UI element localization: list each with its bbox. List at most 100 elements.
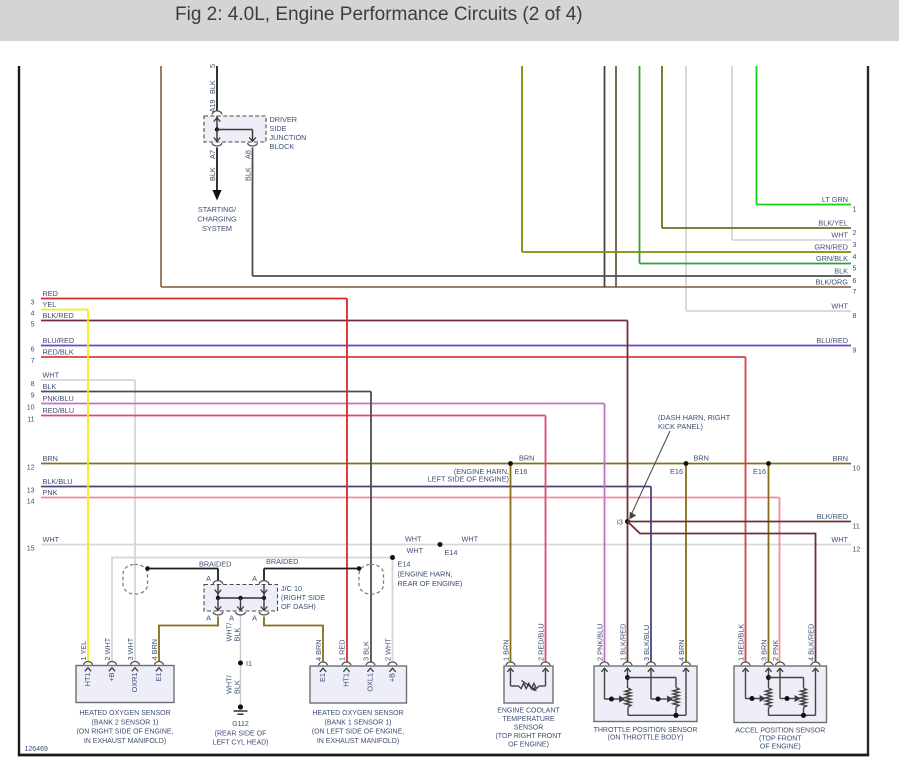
svg-text:STARTING/: STARTING/	[198, 205, 237, 214]
svg-text:SIDE: SIDE	[270, 124, 287, 133]
svg-text:9: 9	[853, 348, 857, 355]
svg-text:A: A	[229, 614, 234, 623]
svg-text:1 RED: 1 RED	[338, 640, 347, 662]
svg-text:BLOCK: BLOCK	[270, 142, 295, 151]
svg-text:(ENGINE HARN,: (ENGINE HARN,	[398, 570, 453, 579]
svg-text:E16: E16	[515, 467, 528, 476]
svg-text:PNK: PNK	[43, 488, 58, 497]
svg-text:7: 7	[31, 358, 35, 365]
svg-text:8: 8	[853, 313, 857, 320]
svg-text:BLK: BLK	[233, 680, 242, 694]
svg-text:WHT: WHT	[43, 535, 60, 544]
svg-text:4: 4	[853, 254, 857, 261]
svg-text:(RIGHT SIDE: (RIGHT SIDE	[281, 593, 325, 602]
svg-text:DRIVER: DRIVER	[270, 115, 298, 124]
svg-text:(TOP FRONT: (TOP FRONT	[759, 735, 802, 742]
svg-text:OXR1: OXR1	[130, 673, 139, 693]
svg-text:YEL: YEL	[43, 300, 57, 309]
svg-text:A: A	[252, 614, 257, 623]
svg-text:A: A	[206, 614, 211, 623]
svg-text:E16: E16	[670, 467, 683, 476]
svg-text:BLK: BLK	[208, 167, 217, 181]
svg-text:WHT: WHT	[831, 231, 848, 240]
svg-text:3: 3	[31, 300, 35, 307]
svg-text:BLK/YEL: BLK/YEL	[818, 219, 848, 228]
svg-text:HT1: HT1	[342, 673, 351, 687]
svg-text:5: 5	[853, 266, 857, 273]
svg-text:(DASH HARN, RIGHT: (DASH HARN, RIGHT	[658, 413, 731, 422]
svg-text:BLK: BLK	[244, 167, 253, 181]
svg-text:12: 12	[27, 465, 35, 472]
svg-text:BLK/BLU: BLK/BLU	[43, 477, 73, 486]
svg-text:E1: E1	[154, 673, 163, 682]
svg-text:A7: A7	[208, 150, 217, 159]
svg-text:BLK/RED: BLK/RED	[817, 512, 848, 521]
svg-text:BRN: BRN	[833, 454, 848, 463]
svg-text:I1: I1	[246, 659, 252, 668]
svg-text:OF ENGINE): OF ENGINE)	[508, 742, 549, 749]
svg-text:E14: E14	[398, 560, 411, 569]
svg-text:(BANK 2 SENSOR 1): (BANK 2 SENSOR 1)	[92, 719, 159, 726]
svg-text:5: 5	[208, 64, 217, 68]
svg-text:RED/BLK: RED/BLK	[43, 348, 74, 357]
svg-text:4 BRN: 4 BRN	[677, 640, 686, 662]
svg-text:KICK PANEL): KICK PANEL)	[658, 422, 703, 431]
svg-text:3 WHT: 3 WHT	[126, 637, 135, 660]
svg-text:3 BLK: 3 BLK	[362, 641, 371, 661]
svg-text:REAR OF ENGINE): REAR OF ENGINE)	[398, 579, 463, 588]
svg-text:BLK/ORG: BLK/ORG	[816, 278, 849, 287]
svg-text:(ON LEFT SIDE OF ENGINE,: (ON LEFT SIDE OF ENGINE,	[312, 729, 404, 736]
svg-text:BLU/RED: BLU/RED	[816, 336, 848, 345]
svg-text:+B: +B	[388, 673, 397, 682]
svg-text:OF ENGINE): OF ENGINE)	[760, 743, 801, 750]
svg-text:IN EXHAUST MANIFOLD): IN EXHAUST MANIFOLD)	[317, 738, 399, 745]
svg-text:A: A	[252, 574, 257, 583]
svg-text:WHT: WHT	[831, 535, 848, 544]
svg-text:A: A	[206, 574, 211, 583]
svg-text:4 BRN: 4 BRN	[314, 640, 323, 662]
svg-text:126469: 126469	[25, 746, 48, 753]
svg-text:LEFT SIDE OF ENGINE): LEFT SIDE OF ENGINE)	[428, 475, 509, 484]
svg-text:1 RED/BLK: 1 RED/BLK	[737, 624, 746, 661]
svg-text:BLK: BLK	[233, 628, 242, 642]
svg-text:IN EXHAUST MANIFOLD): IN EXHAUST MANIFOLD)	[84, 738, 166, 745]
svg-text:BLK: BLK	[834, 267, 848, 276]
svg-text:9: 9	[31, 393, 35, 400]
svg-text:(BANK 1 SENSOR 1): (BANK 1 SENSOR 1)	[325, 719, 392, 726]
svg-text:5: 5	[31, 322, 35, 329]
svg-text:WHT: WHT	[43, 371, 60, 380]
svg-text:OXL1: OXL1	[366, 673, 375, 692]
svg-text:RED: RED	[43, 289, 58, 298]
svg-text:TEMPERATURE: TEMPERATURE	[502, 716, 555, 723]
svg-text:Fig 2: 4.0L, Engine Performanc: Fig 2: 4.0L, Engine Performance Circuits…	[175, 4, 583, 25]
svg-text:10: 10	[853, 466, 861, 473]
svg-text:4: 4	[31, 311, 35, 318]
svg-text:OF DASH): OF DASH)	[281, 602, 316, 611]
svg-text:12: 12	[853, 547, 861, 554]
svg-text:+B: +B	[107, 672, 116, 681]
svg-text:SYSTEM: SYSTEM	[202, 224, 232, 233]
svg-text:WHT: WHT	[831, 302, 848, 311]
svg-text:BLK: BLK	[208, 80, 217, 94]
svg-text:15: 15	[27, 546, 35, 553]
svg-text:2 PNK/BLU: 2 PNK/BLU	[596, 624, 605, 661]
svg-text:(ENGINE HARN,: (ENGINE HARN,	[454, 467, 509, 476]
svg-text:3: 3	[853, 242, 857, 249]
svg-text:E16: E16	[753, 467, 766, 476]
svg-text:GRN/BLK: GRN/BLK	[816, 254, 848, 263]
svg-text:PNK/BLU: PNK/BLU	[43, 394, 74, 403]
svg-text:HEATED OXYGEN SENSOR: HEATED OXYGEN SENSOR	[79, 710, 170, 717]
svg-text:3 BLK/BLU: 3 BLK/BLU	[642, 625, 651, 661]
svg-text:BRAIDED: BRAIDED	[266, 557, 298, 566]
svg-text:11: 11	[853, 524, 860, 531]
svg-text:WHT/: WHT/	[225, 674, 234, 694]
svg-text:2 WHT: 2 WHT	[384, 638, 393, 661]
svg-text:JUNCTION: JUNCTION	[270, 133, 307, 142]
svg-text:G112: G112	[232, 721, 249, 728]
svg-text:RED/BLU: RED/BLU	[43, 406, 75, 415]
svg-text:(ON RIGHT SIDE OF ENGINE,: (ON RIGHT SIDE OF ENGINE,	[76, 729, 173, 736]
svg-text:10: 10	[27, 405, 35, 412]
svg-text:14: 14	[27, 499, 35, 506]
svg-text:J/C 10: J/C 10	[281, 584, 302, 593]
svg-text:LT GRN: LT GRN	[822, 195, 848, 204]
